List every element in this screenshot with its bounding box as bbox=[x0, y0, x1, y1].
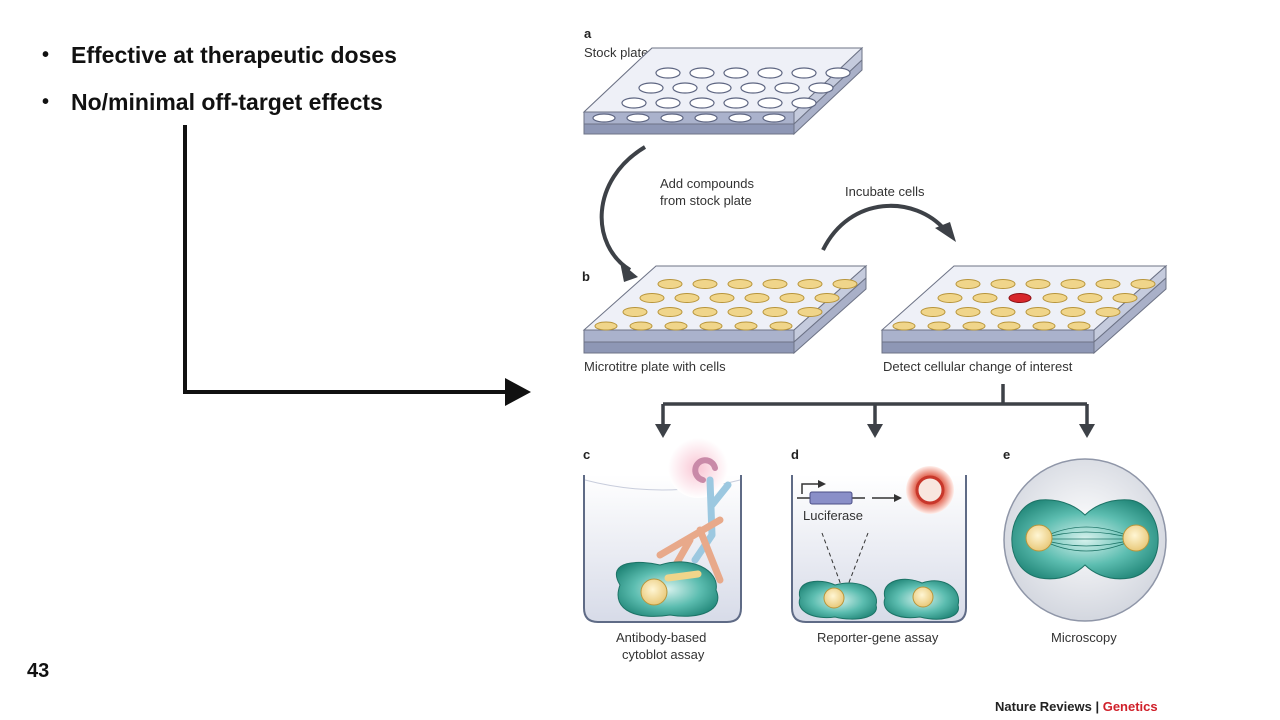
add-compounds-arrow-head bbox=[620, 262, 638, 282]
zoom-line-left bbox=[821, 532, 842, 586]
panel-label-b: b bbox=[582, 269, 590, 284]
bullet-text: Effective at therapeutic doses bbox=[71, 42, 397, 68]
nucleus-c bbox=[640, 578, 668, 606]
detect-plate bbox=[880, 264, 1168, 355]
panel-label-c: c bbox=[583, 447, 590, 462]
panel-label-d: d bbox=[791, 447, 799, 462]
page-number: 43 bbox=[27, 660, 50, 682]
detect-label: Detect cellular change of interest bbox=[883, 359, 1073, 374]
bullet-text: No/minimal off-target effects bbox=[71, 89, 383, 115]
add-compounds-label-2: from stock plate bbox=[660, 193, 752, 208]
bullet-item: • No/minimal off-target effects bbox=[40, 87, 397, 117]
secondary-antibody-tag bbox=[692, 457, 718, 483]
branch-arrow-e bbox=[1079, 424, 1095, 438]
reporter-label: Reporter-gene assay bbox=[817, 630, 939, 645]
panel-label-e: e bbox=[1003, 447, 1010, 462]
credit-line: Nature Reviews | Genetics bbox=[995, 699, 1158, 714]
antibody-label-2: cytoblot assay bbox=[622, 647, 705, 662]
panel-label-a: a bbox=[584, 26, 592, 41]
nucleus-e1 bbox=[1025, 524, 1053, 552]
nucleus-e2 bbox=[1122, 524, 1150, 552]
luciferase-signal-core bbox=[915, 475, 945, 505]
nucleus-d1 bbox=[823, 587, 845, 609]
bullet-dot: • bbox=[42, 91, 50, 113]
hit-well bbox=[1008, 293, 1032, 303]
bullet-item: • Effective at therapeutic doses bbox=[40, 40, 397, 70]
luciferase-label: Luciferase bbox=[803, 508, 863, 523]
incubate-arrow-head bbox=[935, 222, 956, 242]
branch-arrow-c bbox=[655, 424, 671, 438]
microtitre-plate bbox=[582, 264, 868, 355]
connector-arrow-line bbox=[183, 125, 508, 394]
stock-plate bbox=[582, 46, 864, 136]
antibody-label-1: Antibody-based bbox=[616, 630, 706, 645]
credit-journal: Nature Reviews bbox=[995, 699, 1092, 714]
zoom-line-right bbox=[847, 532, 869, 586]
microscopy-label: Microscopy bbox=[1051, 630, 1117, 645]
credit-separator: | bbox=[1092, 699, 1103, 714]
add-compounds-arrow bbox=[599, 145, 647, 272]
bullet-dot: • bbox=[42, 44, 50, 66]
credit-section: Genetics bbox=[1103, 699, 1158, 714]
incubate-arrow bbox=[821, 203, 947, 251]
branch-connector bbox=[661, 384, 1089, 428]
antibody-bound bbox=[664, 570, 702, 582]
microtitre-label: Microtitre plate with cells bbox=[584, 359, 726, 374]
stock-plate-label: Stock plate bbox=[584, 45, 648, 60]
incubate-label: Incubate cells bbox=[845, 184, 925, 199]
connector-arrow-head bbox=[505, 378, 531, 406]
bullet-list: • Effective at therapeutic doses • No/mini… bbox=[40, 40, 397, 134]
add-compounds-label-1: Add compounds bbox=[660, 176, 754, 191]
reporter-construct bbox=[797, 480, 902, 505]
nucleus-d2 bbox=[912, 586, 934, 608]
branch-arrow-d bbox=[867, 424, 883, 438]
